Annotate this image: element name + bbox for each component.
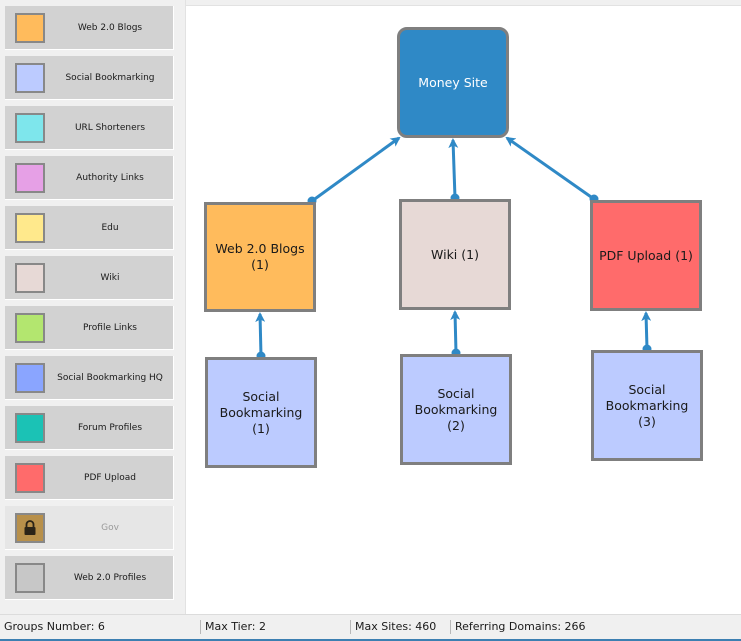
palette-item-web-2-0-profiles[interactable]: Web 2.0 Profiles [5, 556, 174, 600]
groups-number: Groups Number: 6 [4, 620, 105, 633]
status-separator [350, 620, 351, 634]
node-label: Web 2.0 Blogs (1) [215, 241, 305, 272]
palette-item-social-bookmarking-hq[interactable]: Social Bookmarking HQ [5, 356, 174, 400]
color-swatch [15, 13, 45, 43]
node-money-site[interactable]: Money Site [397, 27, 509, 138]
color-swatch [15, 413, 45, 443]
palette-item-edu[interactable]: Edu [5, 206, 174, 250]
color-swatch [15, 463, 45, 493]
referring-domains: Referring Domains: 266 [455, 620, 586, 633]
palette-item-label: Authority Links [76, 173, 144, 183]
node-web20-blogs-1[interactable]: Web 2.0 Blogs (1) [204, 202, 316, 312]
node-label: PDF Upload (1) [599, 247, 693, 263]
node-pdf-upload-1[interactable]: PDF Upload (1) [590, 200, 702, 311]
status-separator [200, 620, 201, 634]
palette-item-forum-profiles[interactable]: Forum Profiles [5, 406, 174, 450]
color-swatch [15, 213, 45, 243]
node-label: Social Bookmarking (3) [605, 381, 689, 429]
color-swatch [15, 363, 45, 393]
node-wiki-1[interactable]: Wiki (1) [399, 199, 511, 310]
palette-item-social-bookmarking[interactable]: Social Bookmarking [5, 56, 174, 100]
palette-item-authority-links[interactable]: Authority Links [5, 156, 174, 200]
node-social-bookmarking-3[interactable]: Social Bookmarking (3) [591, 350, 703, 461]
color-swatch [15, 113, 45, 143]
link-pdf-upload-1-to-money-site[interactable] [505, 136, 595, 201]
palette-item-label: Edu [101, 223, 119, 233]
palette-item-label: Profile Links [83, 323, 137, 333]
palette-item-label: Web 2.0 Blogs [77, 23, 143, 33]
palette-item-url-shorteners[interactable]: URL Shorteners [5, 106, 174, 150]
gov-swatch [15, 513, 45, 543]
palette-item-label: Gov [101, 523, 119, 533]
palette-item-label: Social Bookmarking [65, 73, 155, 83]
palette-item-web-2-0-blogs[interactable]: Web 2.0 Blogs [5, 6, 174, 50]
palette-item-profile-links[interactable]: Profile Links [5, 306, 174, 350]
node-label: Wiki (1) [431, 246, 479, 262]
palette-item-gov: Gov [5, 506, 174, 550]
status-bar: Groups Number: 6 Max Tier: 2 Max Sites: … [0, 614, 741, 641]
palette-item-label: Web 2.0 Profiles [73, 573, 147, 583]
node-social-bookmarking-2[interactable]: Social Bookmarking (2) [400, 354, 512, 465]
canvas-top-border [180, 0, 741, 6]
palette-item-label: PDF Upload [84, 473, 136, 483]
link-social-bookmarking-2-to-wiki-1[interactable] [450, 310, 461, 354]
color-swatch [15, 263, 45, 293]
palette-item-label: Social Bookmarking HQ [57, 373, 163, 383]
node-social-bookmarking-1[interactable]: Social Bookmarking (1) [205, 357, 317, 468]
link-web20-blogs-1-to-money-site[interactable] [311, 136, 401, 203]
color-swatch [15, 313, 45, 343]
lock-icon [24, 520, 36, 535]
color-swatch [15, 63, 45, 93]
status-separator [450, 620, 451, 634]
node-label: Social Bookmarking (2) [414, 385, 498, 433]
node-label: Social Bookmarking (1) [219, 388, 303, 436]
palette-item-label: Wiki [100, 273, 120, 283]
color-swatch [15, 163, 45, 193]
link-social-bookmarking-3-to-pdf-upload-1[interactable] [641, 311, 652, 350]
palette-item-pdf-upload[interactable]: PDF Upload [5, 456, 174, 500]
node-label: Money Site [418, 74, 488, 90]
palette-item-label: URL Shorteners [74, 123, 146, 133]
color-swatch [15, 563, 45, 593]
canvas-left-border [180, 0, 186, 614]
max-sites: Max Sites: 460 [355, 620, 437, 633]
palette-item-wiki[interactable]: Wiki [5, 256, 174, 300]
status-accent-line [0, 639, 741, 641]
palette-item-label: Forum Profiles [77, 423, 143, 433]
link-social-bookmarking-1-to-web20-blogs-1[interactable] [255, 312, 266, 357]
max-tier: Max Tier: 2 [205, 620, 266, 633]
link-wiki-1-to-money-site[interactable] [448, 138, 459, 199]
